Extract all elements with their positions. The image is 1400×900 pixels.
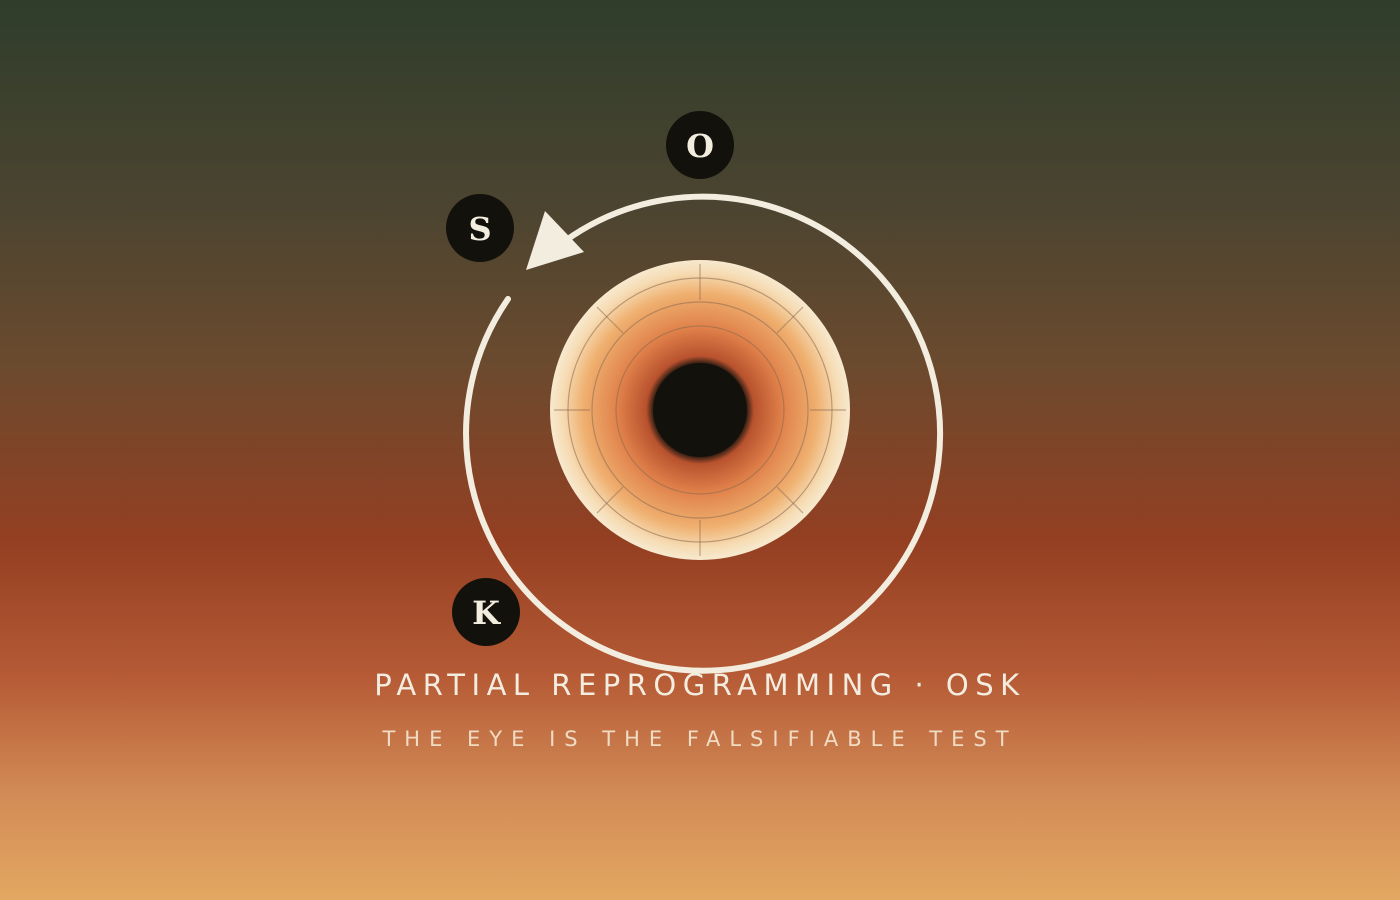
badge-o: O (666, 111, 734, 179)
badge-k: K (452, 578, 520, 646)
cycle-arrowhead (526, 211, 584, 270)
badge-o-letter: O (686, 127, 714, 165)
page-title: PARTIAL REPROGRAMMING · OSK (374, 668, 1026, 702)
cycle-arrow-arc (463, 193, 943, 674)
page-subtitle: THE EYE IS THE FALSIFIABLE TEST (382, 727, 1018, 751)
badge-s: S (446, 194, 514, 262)
badge-k-letter: K (472, 594, 501, 632)
badge-s-letter: S (468, 210, 491, 248)
eye-pupil (653, 363, 747, 457)
